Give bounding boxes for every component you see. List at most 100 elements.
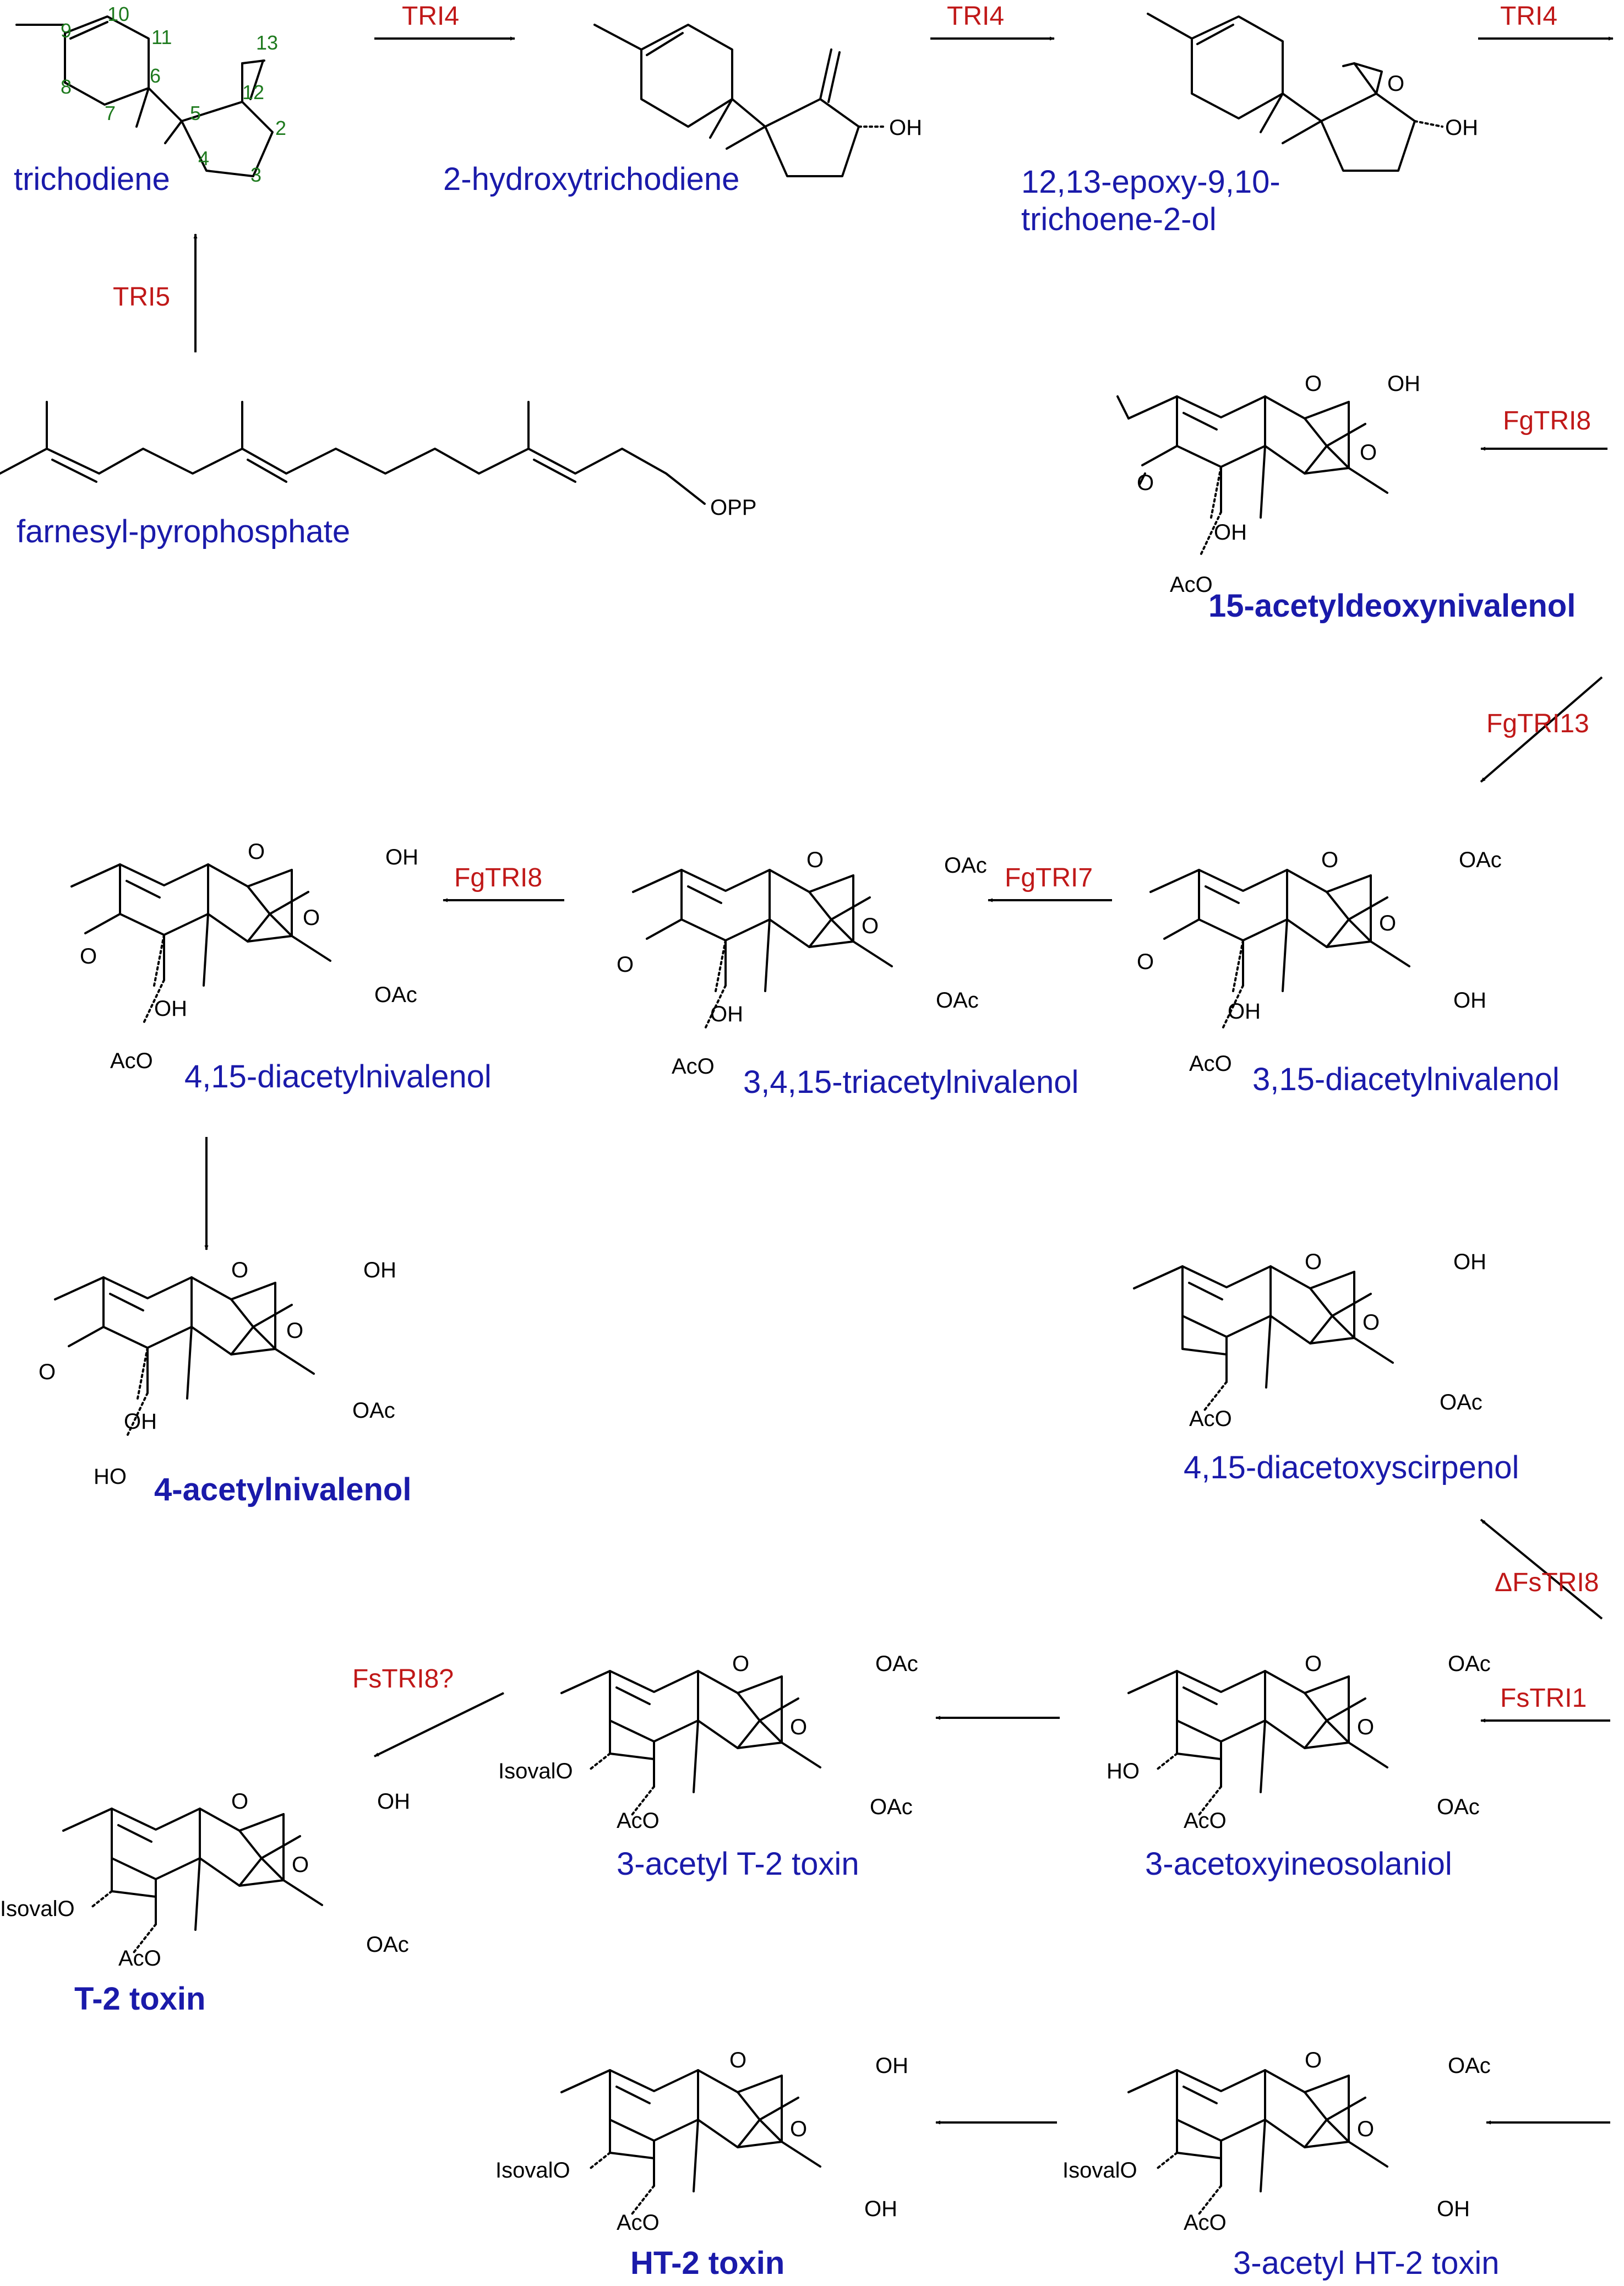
enzyme-tri4-c: TRI4	[1500, 2, 1557, 31]
atom-number-11: 11	[151, 26, 172, 48]
group-o-epoxy-2: O	[1360, 440, 1377, 465]
group-oh-9: OH	[1453, 988, 1486, 1013]
t2-structure	[62, 1808, 323, 1956]
group-o-ketone-3: O	[617, 952, 634, 977]
enzyme-fgtri8-b: FgTRI8	[454, 863, 542, 892]
atom-number-9: 9	[61, 19, 72, 42]
adon15-structure	[1116, 395, 1388, 557]
acetyl-ht2-structure	[1127, 2069, 1388, 2217]
acetyl-t2-structure	[560, 1670, 821, 1818]
triacetylniv-structure	[632, 869, 893, 1031]
group-aco-3: AcO	[672, 1054, 715, 1079]
label-diacetylniv-4-15: 4,15-diacetylnivalenol	[184, 1059, 492, 1095]
group-oh-12: OH	[1453, 1250, 1486, 1274]
diacetylniv-3-15-structure	[1149, 869, 1410, 1031]
atom-number-2: 2	[275, 117, 286, 139]
group-o-ring-6: O	[1305, 1250, 1322, 1274]
group-o-epoxy-4: O	[862, 914, 879, 938]
group-o-ring-10: O	[1305, 2048, 1322, 2072]
das-structure	[1133, 1265, 1394, 1413]
atom-number-8: 8	[61, 75, 72, 98]
group-o-ring-5: O	[231, 1258, 248, 1282]
label-epoxytrichoene-1: 12,13-epoxy-9,10-	[1021, 164, 1280, 200]
label-acetyl-ht2: 3-acetyl HT-2 toxin	[1233, 2245, 1500, 2281]
group-o-ring-3: O	[806, 848, 824, 872]
group-opp: OPP	[710, 496, 756, 520]
group-oh-4: OH	[1214, 520, 1247, 545]
group-o-ring-1: O	[1305, 372, 1322, 396]
group-oac-2: OAc	[944, 853, 987, 878]
group-oac-7: OAc	[1448, 1652, 1491, 1676]
ht2-structure	[560, 2069, 821, 2217]
group-oh-16: OH	[864, 2197, 897, 2221]
group-oac-5: OAc	[352, 1398, 395, 1423]
acetoxyneosolaniol-structure	[1127, 1670, 1388, 1818]
group-o-ring-7: O	[1305, 1652, 1322, 1676]
atom-number-3: 3	[250, 164, 261, 186]
group-oh-8: OH	[1228, 999, 1261, 1024]
diacetylniv-4-15-structure	[70, 863, 331, 1025]
group-aco-8: AcO	[118, 1946, 161, 1971]
group-ho-1: HO	[94, 1465, 127, 1489]
arrow-fstri8-del	[1480, 1518, 1603, 1620]
label-2-hydroxytrichodiene: 2-hydroxytrichodiene	[443, 161, 739, 197]
group-o-epoxy-1: O	[1387, 72, 1404, 96]
group-o-ketone-5: O	[39, 1360, 56, 1384]
enzyme-fgtri13: FgTRI13	[1486, 709, 1589, 738]
group-o-ring-4: O	[1321, 848, 1338, 872]
group-o-epoxy-9: O	[790, 1715, 807, 1739]
atom-number-12: 12	[242, 81, 264, 104]
enzyme-fgtri8-a: FgTRI8	[1503, 406, 1591, 436]
group-oac-6: OAc	[1440, 1390, 1483, 1414]
label-adon15: 15-acetyldeoxynivalenol	[1208, 588, 1576, 624]
atom-number-13: 13	[256, 31, 278, 54]
label-acetyl-t2: 3-acetyl T-2 toxin	[617, 1846, 859, 1882]
group-o-ketone-2: O	[80, 944, 97, 968]
group-oh-11: OH	[124, 1409, 157, 1434]
group-oh-6: OH	[154, 997, 187, 1021]
group-oh-14: OH	[1437, 2197, 1470, 2221]
enzyme-fstri8-del: ΔFsTRI8	[1495, 1568, 1599, 1597]
group-aco-6: AcO	[1184, 1809, 1227, 1833]
atom-number-5: 5	[190, 102, 201, 124]
enzyme-tri4-b: TRI4	[947, 2, 1004, 31]
group-oh-10: OH	[363, 1258, 396, 1282]
acetylniv4-structure	[54, 1276, 315, 1438]
enzyme-fstri1: FsTRI1	[1500, 1684, 1587, 1713]
group-o-ketone-1: O	[1137, 471, 1154, 495]
label-diacetylniv-3-15: 3,15-diacetylnivalenol	[1252, 1062, 1560, 1097]
label-acetoxyneosolaniol: 3-acetoxyineosolaniol	[1145, 1846, 1452, 1882]
group-aco-7: AcO	[617, 1809, 660, 1833]
group-ho-2: HO	[1107, 1759, 1140, 1783]
group-o-ring-8: O	[732, 1652, 749, 1676]
group-oh-15: OH	[875, 2054, 908, 2078]
enzyme-tri5: TRI5	[113, 282, 170, 312]
group-oh-7: OH	[710, 1002, 743, 1026]
enzyme-fgtri7: FgTRI7	[1005, 863, 1093, 892]
group-isovalo-4: IsovalO	[495, 2158, 570, 2182]
group-o-ketone-4: O	[1137, 950, 1154, 974]
atom-number-10: 10	[107, 3, 129, 25]
group-oac-4: OAc	[1459, 848, 1502, 872]
atom-number-7: 7	[105, 102, 116, 124]
group-aco-2: AcO	[110, 1049, 153, 1073]
group-oh-2: OH	[1445, 116, 1478, 140]
trichodiene-structure	[15, 15, 274, 177]
group-isovalo-3: IsovalO	[1062, 2158, 1137, 2182]
group-o-epoxy-5: O	[1379, 911, 1396, 935]
group-o-ring-9: O	[231, 1789, 248, 1814]
group-oh-1: OH	[889, 116, 922, 140]
label-triacetylniv: 3,4,15-triacetylnivalenol	[743, 1064, 1078, 1100]
atom-number-6: 6	[150, 64, 161, 87]
label-acetylniv4: 4-acetylnivalenol	[154, 1472, 411, 1507]
group-aco-1: AcO	[1170, 573, 1213, 597]
group-aco-4: AcO	[1189, 1052, 1232, 1076]
hydroxytrichodiene-structure	[593, 24, 887, 177]
group-oac-3: OAc	[936, 988, 979, 1013]
group-o-epoxy-6: O	[286, 1319, 303, 1343]
enzyme-fstri8q: FsTRI8?	[352, 1664, 454, 1694]
group-isovalo-1: IsovalO	[498, 1759, 573, 1783]
group-isovalo-2: IsovalO	[0, 1897, 75, 1921]
group-o-ring-11: O	[729, 2048, 746, 2072]
